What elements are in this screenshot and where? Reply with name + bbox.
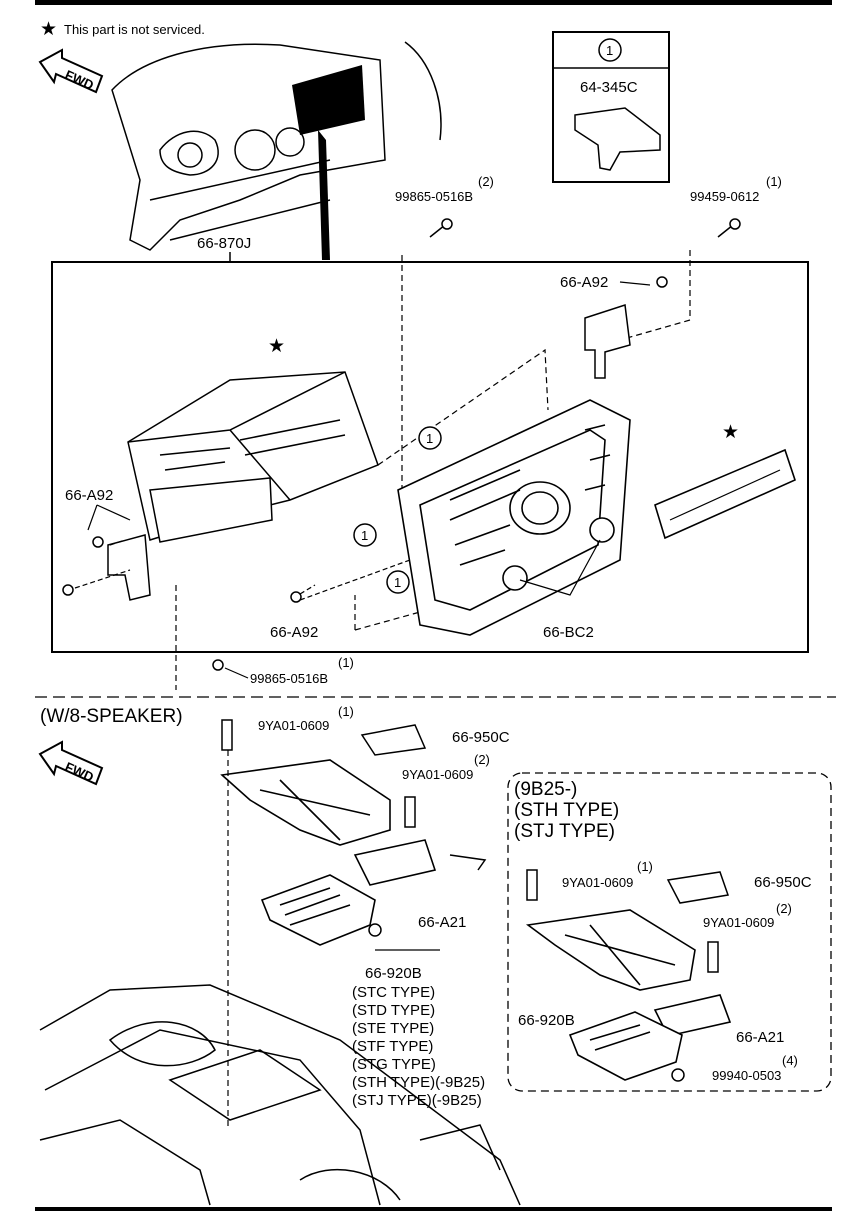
top-rule (35, 0, 832, 5)
variant-box (507, 772, 832, 1092)
legend-text: This part is not serviced. (64, 22, 205, 37)
leader-dashed (401, 250, 691, 490)
variant-nut-part: 99940-0503 (712, 1068, 781, 1083)
star-cd: ★ (722, 422, 739, 443)
speaker-heading: (W/8-SPEAKER) (40, 706, 183, 727)
pointer-line (318, 130, 330, 260)
bolt1-qty: (1) (338, 704, 354, 719)
bracket-left-icon (107, 534, 151, 601)
variant-nut-qty: (4) (782, 1053, 798, 1068)
leader-dashed (354, 348, 549, 631)
variant-cover: 66-950C (754, 874, 812, 891)
bolt2-part: 9YA01-0609 (402, 767, 473, 782)
variant-heading-0: (9B25-) (514, 779, 577, 800)
variant-amp: 66-920B (518, 1012, 575, 1029)
clip-icon (574, 107, 661, 171)
variant-bolt2-qty: (2) (776, 901, 792, 916)
inset-part: 64-345C (580, 79, 638, 96)
screw-bottom-part: 99865-0516B (250, 671, 328, 686)
type-item: (STJ TYPE)(-9B25) (352, 1092, 482, 1109)
bolt2-qty: (2) (474, 752, 490, 767)
fwd-arrow-icon: FWD (38, 48, 104, 94)
cover-icon (666, 871, 730, 904)
callout-circle-icon (598, 38, 622, 62)
cover-icon (360, 724, 427, 756)
callout-1: 1 1 1 (353, 426, 442, 594)
knobs-label: 66-BC2 (543, 624, 594, 641)
nut-icon (671, 1068, 685, 1082)
screw-lower-label: 66-A92 (270, 624, 318, 641)
head-unit-illustration (127, 371, 379, 543)
bolt-icon (707, 941, 719, 973)
variant-heading-1: (STH TYPE) (514, 800, 619, 821)
bolt-icon (526, 869, 538, 901)
screw-icon (656, 276, 668, 288)
type-item: (STD TYPE) (352, 1002, 435, 1019)
screw-icon (212, 659, 224, 671)
inset-box: 1 64-345C (552, 31, 670, 183)
callout-number: 1 (361, 528, 368, 543)
variant-bracket-illustration (525, 909, 732, 1081)
assembly-frame (51, 261, 809, 653)
type-item: (STE TYPE) (352, 1020, 434, 1037)
cover-label: 66-950C (452, 729, 510, 746)
legend-star: ★ (40, 19, 57, 40)
bolt-icon (221, 719, 233, 751)
bracket-right-icon (584, 304, 631, 379)
assembly-label: 66-870J (197, 235, 251, 252)
screw-icon (92, 536, 104, 548)
bracket-label: 66-A21 (418, 914, 466, 931)
screw-top-part: 99865-0516B (395, 189, 473, 204)
control-panel-illustration (397, 399, 631, 636)
callout-number: 1 (394, 575, 401, 590)
variant-bolt1-qty: (1) (637, 859, 653, 874)
hatched-arrow-icon (449, 854, 487, 871)
screw-icon (429, 218, 741, 238)
screw-bottom-qty: (1) (338, 655, 354, 670)
screw-icon (290, 591, 302, 603)
screw-right-qty: (1) (766, 174, 782, 189)
star-unit: ★ (268, 336, 285, 357)
fwd-arrow-icon: FWD (38, 740, 104, 786)
bolt-icon (404, 796, 416, 828)
nut-icon (368, 923, 382, 937)
bracket-left-label: 66-A92 (65, 487, 113, 504)
variant-bracket: 66-A21 (736, 1029, 784, 1046)
variant-bolt1-part: 9YA01-0609 (562, 875, 633, 890)
screw-top-qty: (2) (478, 174, 494, 189)
amp-label: 66-920B (365, 965, 422, 982)
floor-pan-illustration (39, 984, 521, 1206)
screw-icon (62, 584, 74, 596)
amplifier-bracket-illustration (220, 759, 437, 946)
screw-right-part: 99459-0612 (690, 189, 759, 204)
callout-number: 1 (426, 431, 433, 446)
type-item: (STG TYPE) (352, 1056, 436, 1073)
variant-heading-2: (STJ TYPE) (514, 821, 615, 842)
radio-location-highlight (292, 65, 365, 135)
inset-number: 1 (606, 43, 613, 58)
variant-bolt2-part: 9YA01-0609 (703, 915, 774, 930)
type-item: (STC TYPE) (352, 984, 435, 1001)
bottom-rule (35, 1207, 832, 1211)
bracket-right-label: 66-A92 (560, 274, 608, 291)
cd-mechanism-illustration (654, 448, 796, 540)
type-item: (STF TYPE) (352, 1038, 433, 1055)
type-item: (STH TYPE)(-9B25) (352, 1074, 485, 1091)
bolt1-part: 9YA01-0609 (258, 718, 329, 733)
dashboard-illustration (111, 41, 442, 251)
type-list: (STC TYPE) (STD TYPE) (STE TYPE) (STF TY… (352, 984, 485, 1109)
